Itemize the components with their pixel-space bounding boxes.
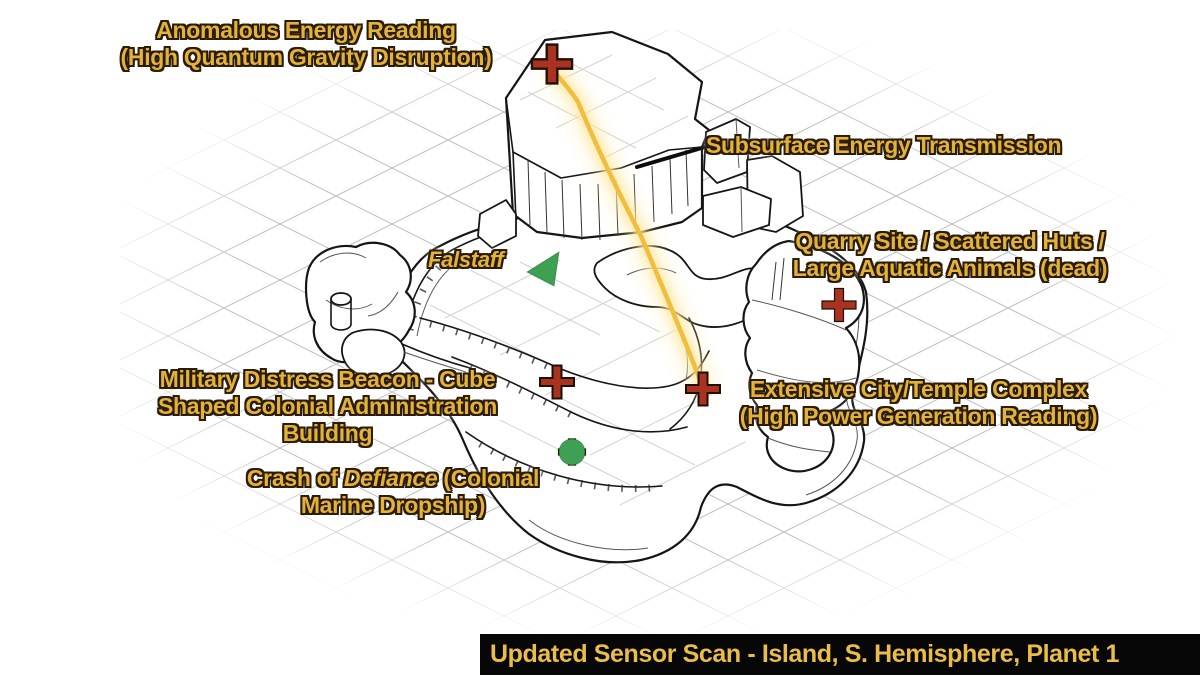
military-cross-marker xyxy=(539,364,575,400)
crash-site-marker xyxy=(557,438,587,466)
markers xyxy=(525,43,857,466)
falstaff-ship-marker xyxy=(525,251,560,287)
label-line: Quarry Site / Scattered Huts / xyxy=(795,228,1105,254)
ship-name: Falstaff xyxy=(428,247,504,272)
anomalous-cross-marker xyxy=(530,43,574,85)
label-line: Military Distress Beacon - Cube xyxy=(159,366,496,392)
label-subsurface-transmission: Subsurface Energy Transmission xyxy=(706,132,1126,159)
label-line: Shaped Colonial Administration xyxy=(158,393,497,419)
energy-beam xyxy=(540,57,716,401)
label-crash-site: Crash of Defiance (Colonial Marine Drops… xyxy=(213,465,573,519)
label-part: (Colonial xyxy=(437,465,540,491)
label-line: (High Power Generation Reading) xyxy=(739,403,1098,429)
label-line: (High Quantum Gravity Disruption) xyxy=(120,44,492,70)
label-line: Anomalous Energy Reading xyxy=(156,17,456,43)
quarry-peninsula xyxy=(742,239,865,473)
label-quarry-site: Quarry Site / Scattered Huts / Large Aqu… xyxy=(760,228,1140,282)
label-line: Crash of Defiance (Colonial xyxy=(213,465,573,492)
label-anomalous-energy: Anomalous Energy Reading (High Quantum G… xyxy=(56,17,556,71)
label-line: Large Aquatic Animals (dead) xyxy=(792,255,1108,281)
label-line: Subsurface Energy Transmission xyxy=(706,132,1062,158)
label-line: Building xyxy=(282,420,373,446)
ship-name: Defiance xyxy=(343,465,438,491)
left-island xyxy=(304,241,471,378)
label-line: Extensive City/Temple Complex xyxy=(749,376,1088,402)
label-military-beacon: Military Distress Beacon - Cube Shaped C… xyxy=(120,366,535,447)
footer-bar: Updated Sensor Scan - Island, S. Hemisph… xyxy=(480,634,1200,675)
label-city-temple-complex: Extensive City/Temple Complex (High Powe… xyxy=(716,376,1121,430)
label-line: Marine Dropship) xyxy=(300,492,486,518)
label-falstaff: Falstaff xyxy=(428,246,504,273)
subsurface-pointer-line xyxy=(635,145,707,169)
rock-column xyxy=(330,292,352,306)
footer-title: Updated Sensor Scan - Island, S. Hemisph… xyxy=(490,640,1119,668)
city-cross-marker xyxy=(685,371,721,407)
quarry-cross-marker xyxy=(821,287,857,323)
label-part: Crash of xyxy=(246,465,344,491)
